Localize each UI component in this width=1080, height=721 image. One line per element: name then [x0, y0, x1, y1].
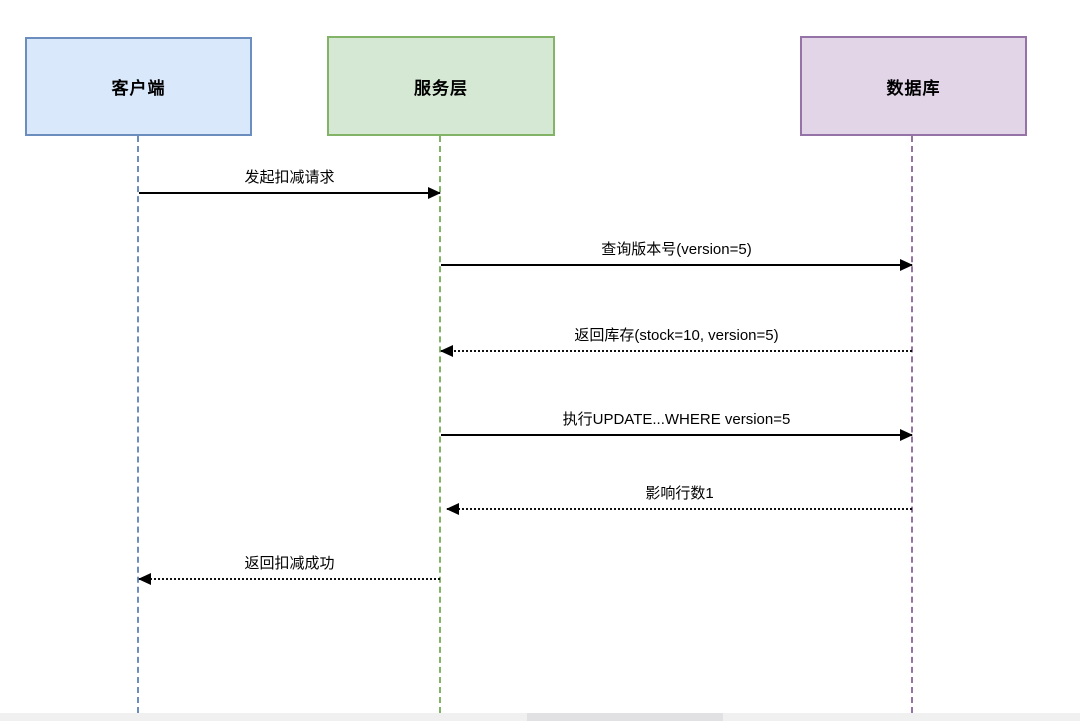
bottom-scrollbar-thumb[interactable]	[527, 713, 723, 721]
message-6: 返回扣减成功	[138, 553, 440, 585]
message-2-line	[441, 259, 913, 271]
message-1: 发起扣减请求	[139, 167, 441, 199]
arrowhead-right-icon	[900, 259, 913, 271]
message-4-label: 执行UPDATE...WHERE version=5	[562, 411, 791, 428]
lifeline-service	[439, 136, 441, 713]
lifeline-client	[137, 136, 139, 713]
participant-client-box: 客户端	[25, 37, 252, 136]
arrowhead-left-icon	[138, 573, 151, 585]
arrowhead-right-icon	[900, 429, 913, 441]
message-6-label: 返回扣减成功	[244, 555, 335, 572]
participant-service-label: 服务层	[414, 78, 468, 98]
participant-database-label: 数据库	[886, 78, 941, 98]
message-3-line	[440, 345, 912, 357]
message-1-label: 发起扣减请求	[244, 169, 335, 186]
message-4: 执行UPDATE...WHERE version=5	[441, 409, 913, 441]
participant-database-box: 数据库	[800, 36, 1027, 136]
message-2: 查询版本号(version=5)	[441, 239, 913, 271]
participant-client-label: 客户端	[111, 79, 166, 98]
arrowhead-left-icon	[440, 345, 453, 357]
message-4-line	[441, 429, 913, 441]
message-5-line	[446, 503, 912, 515]
lifeline-database	[911, 136, 913, 713]
message-6-line	[138, 573, 440, 585]
message-3-label: 返回库存(stock=10, version=5)	[574, 327, 779, 344]
message-3: 返回库存(stock=10, version=5)	[440, 325, 912, 357]
participant-service-box: 服务层	[327, 36, 555, 136]
arrowhead-left-icon	[446, 503, 459, 515]
message-5-label: 影响行数1	[645, 485, 714, 502]
message-1-line	[139, 187, 441, 199]
message-2-label: 查询版本号(version=5)	[601, 241, 752, 258]
message-5: 影响行数1	[446, 483, 912, 515]
arrowhead-right-icon	[428, 187, 441, 199]
